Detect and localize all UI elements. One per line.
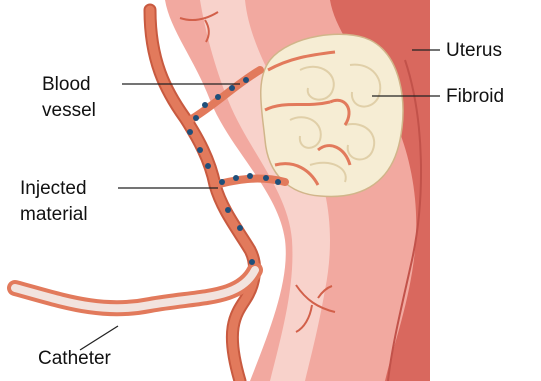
injected-material-label-line2: material [20,204,88,225]
fibroid-body [261,34,403,196]
uterus-label: Uterus [446,40,502,61]
catheter-label: Catheter [38,348,112,369]
catheter-leader [80,326,118,350]
catheter-outer [15,270,255,308]
blood-vessel-label-line1: Blood [42,74,91,95]
injected-material-label-line1: Injected [20,178,87,199]
blood-vessel-label-line2: vessel [42,100,96,121]
fibroid [261,34,403,196]
fibroid-label: Fibroid [446,86,504,107]
